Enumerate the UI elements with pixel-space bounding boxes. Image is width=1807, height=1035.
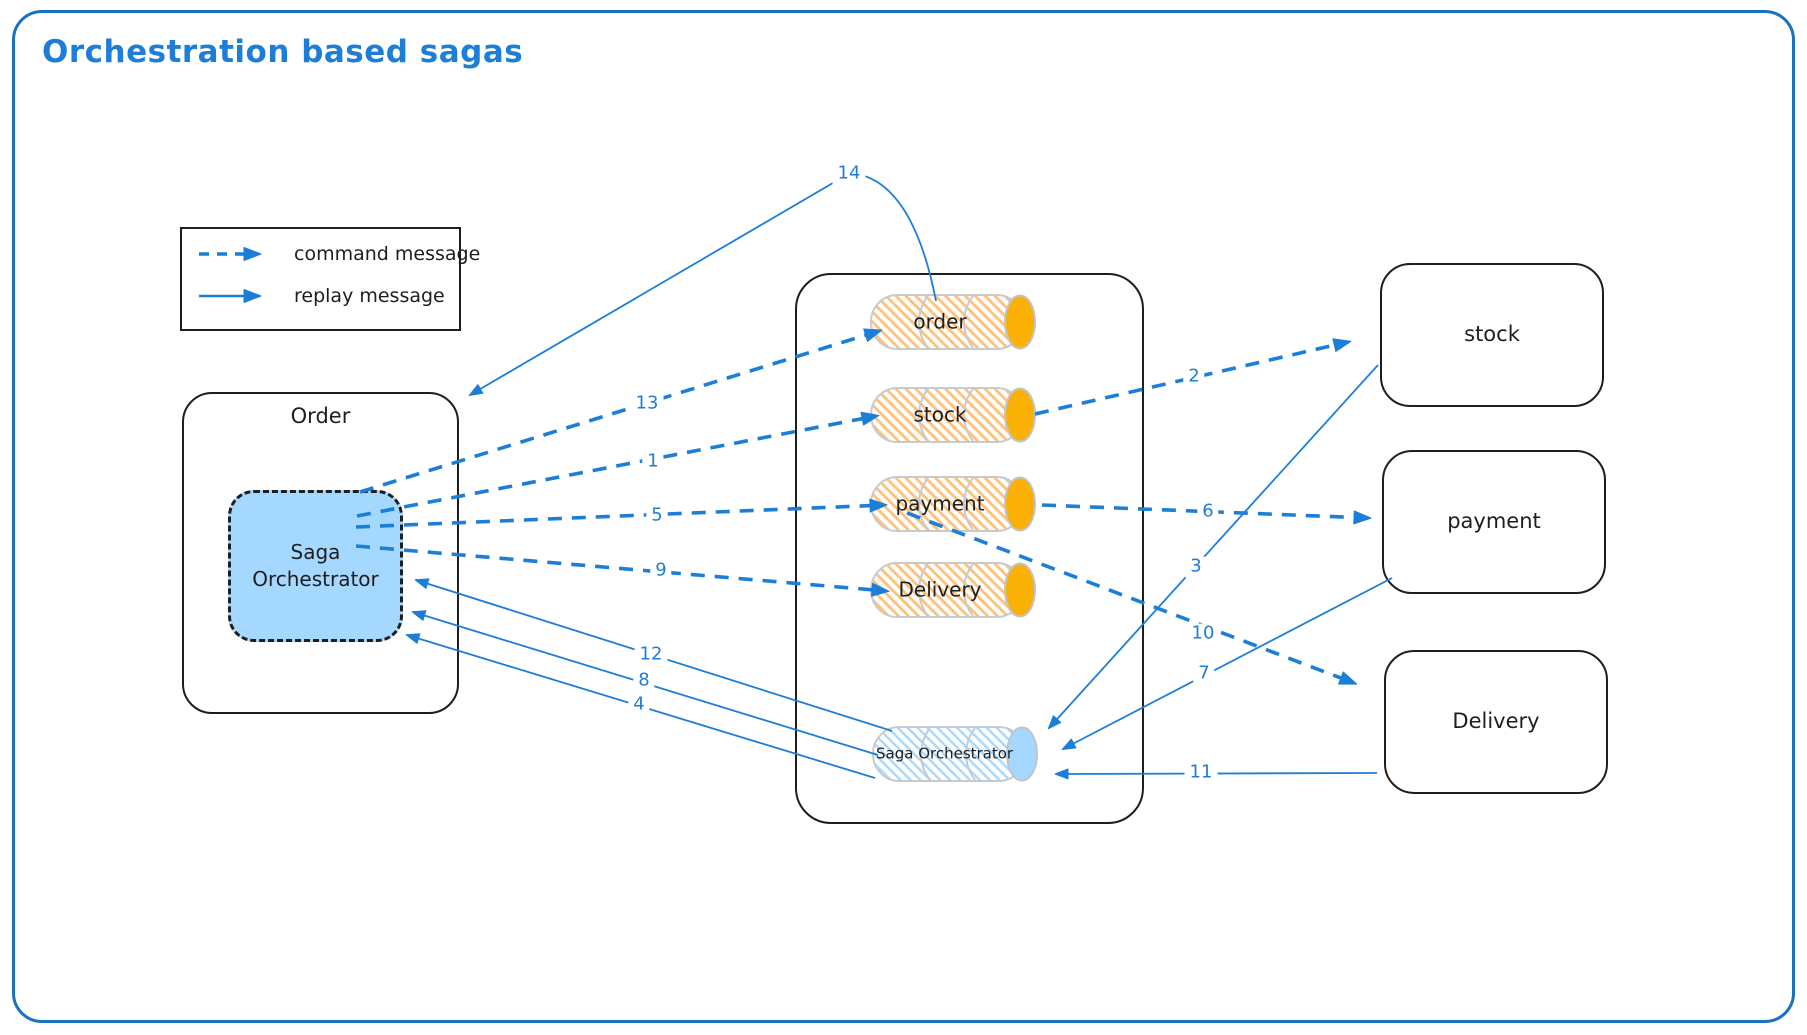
- message-number-7: 7: [1193, 663, 1215, 685]
- queue-cylinder-icon: [872, 726, 1038, 782]
- queue-cylinder-icon: [870, 387, 1036, 443]
- queue-label: order: [913, 309, 967, 334]
- message-number-5: 5: [646, 505, 668, 527]
- queue-label: payment: [895, 491, 985, 516]
- service-box-stock: stock: [1380, 263, 1604, 407]
- message-number-4: 4: [628, 694, 650, 716]
- message-number-12: 12: [634, 644, 668, 666]
- message-number-9: 9: [650, 560, 672, 582]
- order-service-label: Order: [290, 404, 351, 428]
- queue-label: Delivery: [898, 577, 982, 602]
- service-label: Delivery: [1452, 708, 1540, 733]
- queue-label: Saga Orchestrator: [876, 744, 1014, 763]
- legend-item-replay: replay message: [196, 284, 445, 308]
- queue-saga-orchestrator: Saga Orchestrator: [870, 724, 1042, 784]
- legend-replay-label: replay message: [294, 285, 445, 307]
- queue-stock: stock: [868, 385, 1040, 445]
- queue-payment: payment: [868, 474, 1040, 534]
- queue-order: order: [868, 292, 1040, 352]
- message-number-14: 14: [832, 163, 866, 185]
- service-label: stock: [1464, 321, 1520, 346]
- message-number-10: 10: [1186, 623, 1220, 645]
- command-arrow-icon: [199, 247, 262, 261]
- legend-command-label: command message: [294, 243, 481, 265]
- saga-orchestrator-box: Saga Orchestrator: [228, 490, 403, 642]
- service-box-payment: payment: [1382, 450, 1606, 594]
- legend-item-command: command message: [196, 242, 480, 266]
- page-title: Orchestration based sagas: [42, 34, 524, 70]
- queue-delivery: Delivery: [868, 560, 1040, 620]
- queue-label: stock: [913, 402, 967, 427]
- message-number-13: 13: [630, 393, 664, 415]
- replay-arrow-icon: [199, 289, 262, 303]
- message-number-2: 2: [1183, 366, 1205, 388]
- legend: command message replay message: [180, 227, 480, 331]
- message-number-1: 1: [642, 451, 664, 473]
- message-number-6: 6: [1197, 501, 1219, 523]
- message-number-8: 8: [633, 670, 655, 692]
- message-number-11: 11: [1184, 762, 1218, 784]
- message-number-3: 3: [1185, 556, 1207, 578]
- canvas-border: [12, 10, 1795, 1023]
- service-box-delivery: Delivery: [1384, 650, 1608, 794]
- service-label: payment: [1447, 508, 1541, 533]
